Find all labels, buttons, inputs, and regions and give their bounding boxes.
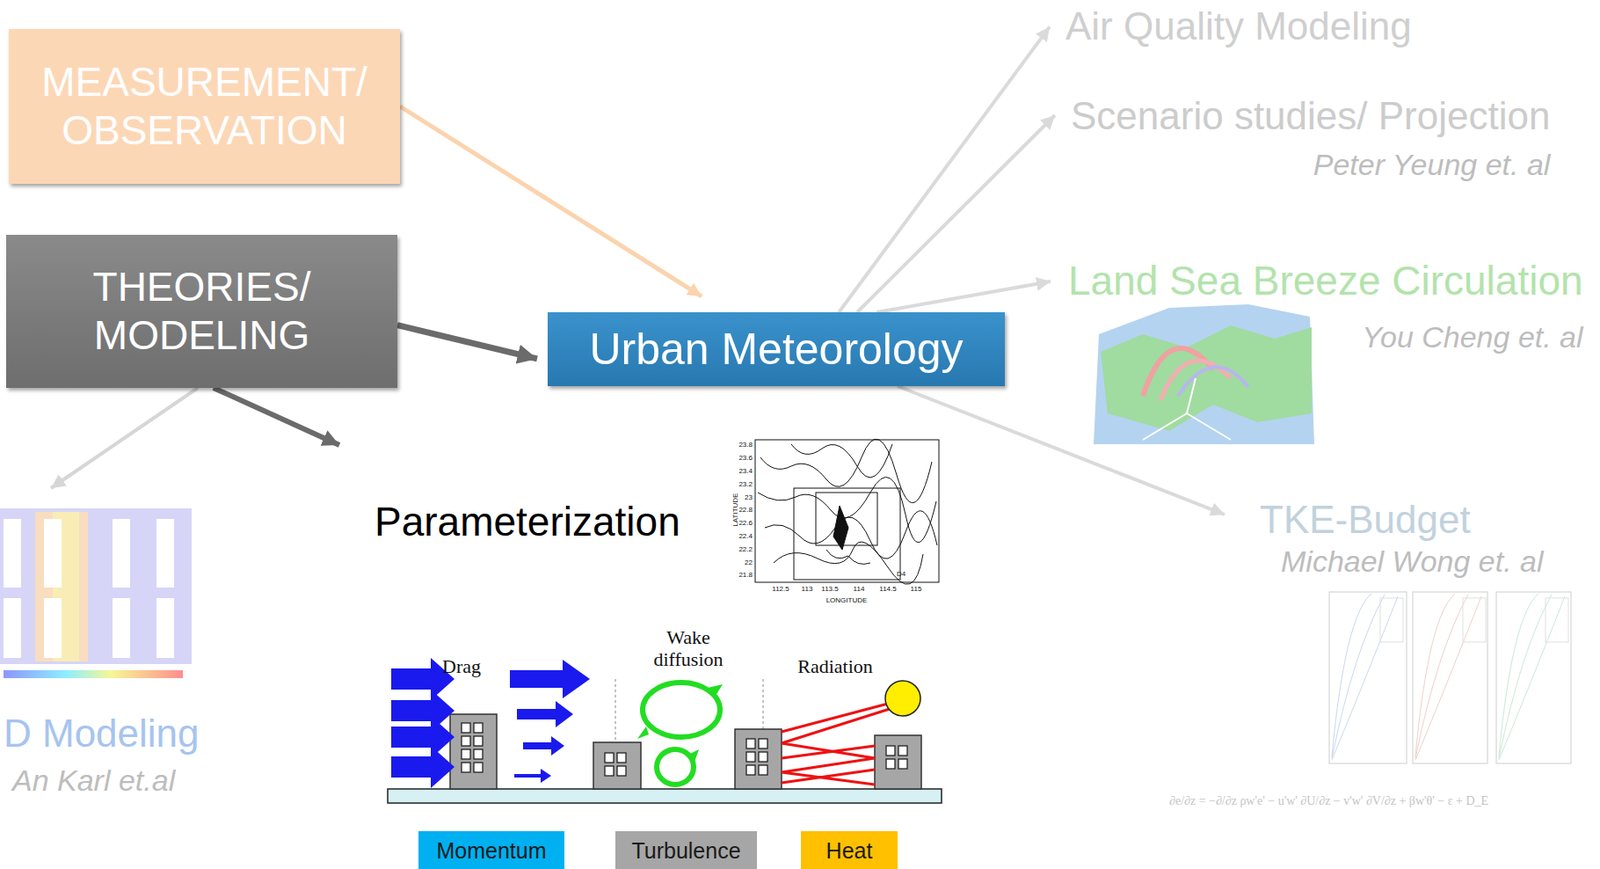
source-box: THEORIES/ MODELING (6, 234, 398, 388)
axis-label: 22.4 (738, 531, 753, 540)
domain-map (755, 438, 939, 584)
axis-label: 22.6 (738, 518, 753, 527)
topic-title: D Modeling (3, 710, 200, 757)
flow-arrow (857, 115, 1055, 313)
axis-label: 22.8 (738, 505, 753, 514)
tke-charts (1329, 591, 1571, 764)
axis-label: 23.8 (738, 440, 753, 449)
urban-canopy-illustration (387, 657, 942, 803)
author-credit: You Cheng et. al (1068, 319, 1584, 356)
source-box: MEASUREMENT/ OBSERVATION (8, 29, 400, 184)
axis-label: 23 (744, 493, 753, 502)
topic-text: Land Sea Breeze CirculationYou Cheng et.… (1068, 256, 1584, 356)
flow-arrow (400, 106, 702, 297)
topic-text: TKE-BudgetMichael Wong et. al (1259, 496, 1544, 580)
flow-arrow (50, 387, 198, 488)
box-text: THEORIES/ MODELING (20, 262, 384, 360)
category-box: Heat (800, 830, 898, 869)
flow-arrow (397, 325, 538, 359)
author-credit: An Karl et.al (12, 762, 200, 799)
flow-arrow (876, 281, 1051, 313)
topic-title: Land Sea Breeze Circulation (1068, 256, 1584, 306)
box-text: Heat (826, 836, 873, 864)
flow-arrow (213, 387, 340, 445)
topic-text: Air Quality Modeling (1065, 3, 1412, 51)
topic-text: D Modeling An Karl et.al (3, 710, 200, 799)
axis-label: 114.5 (879, 584, 896, 593)
topic-title: TKE-Budget (1259, 496, 1544, 544)
axis-label: 21.8 (738, 570, 753, 579)
axis-label: 22 (744, 558, 753, 567)
box-text: Momentum (436, 836, 546, 864)
axis-label: 23.2 (738, 480, 753, 488)
axis-label: 23.4 (738, 466, 753, 475)
axis-label: 114 (853, 584, 866, 593)
process-label: Radiation (797, 654, 873, 677)
topic-text: Scenario studies/ ProjectionPeter Yeung … (1070, 93, 1550, 183)
category-box: Turbulence (615, 830, 757, 869)
author-credit: Peter Yeung et. al (1070, 146, 1550, 183)
box-text: MEASUREMENT/ OBSERVATION (22, 58, 386, 155)
topic-title: Scenario studies/ Projection (1070, 93, 1550, 140)
category-box: Momentum (418, 830, 565, 869)
topic-title: Parameterization (374, 497, 681, 546)
equation: ∂e/∂z = −∂/∂z ρw'e' − u'w' ∂U/∂z − v'w' … (1169, 793, 1489, 808)
process-label: Drag (442, 654, 481, 677)
axis-label: D4 (896, 569, 906, 578)
axis-label: 115 (910, 584, 923, 593)
author-credit: Michael Wong et. al (1280, 543, 1544, 580)
flow-arrow (897, 385, 1225, 515)
axis-label: LATITUDE (731, 493, 740, 527)
axis-label: LONGITUDE (826, 596, 868, 604)
axis-label: 113.5 (821, 584, 838, 593)
process-label: Wake diffusion (635, 625, 742, 671)
axis-label: 22.2 (738, 545, 753, 553)
axis-label: 112.5 (771, 584, 789, 593)
axis-label: 23.6 (738, 453, 753, 462)
axis-label: 113 (801, 584, 814, 593)
topic-title: Air Quality Modeling (1065, 3, 1412, 51)
central-box: Urban Meteorology (547, 312, 1005, 386)
topic-text: Parameterization (374, 497, 681, 546)
box-text: Urban Meteorology (589, 322, 963, 376)
cfd-image (0, 508, 192, 678)
flow-arrow (838, 26, 1050, 313)
box-text: Turbulence (631, 836, 741, 864)
land-sea-image (1093, 304, 1315, 444)
